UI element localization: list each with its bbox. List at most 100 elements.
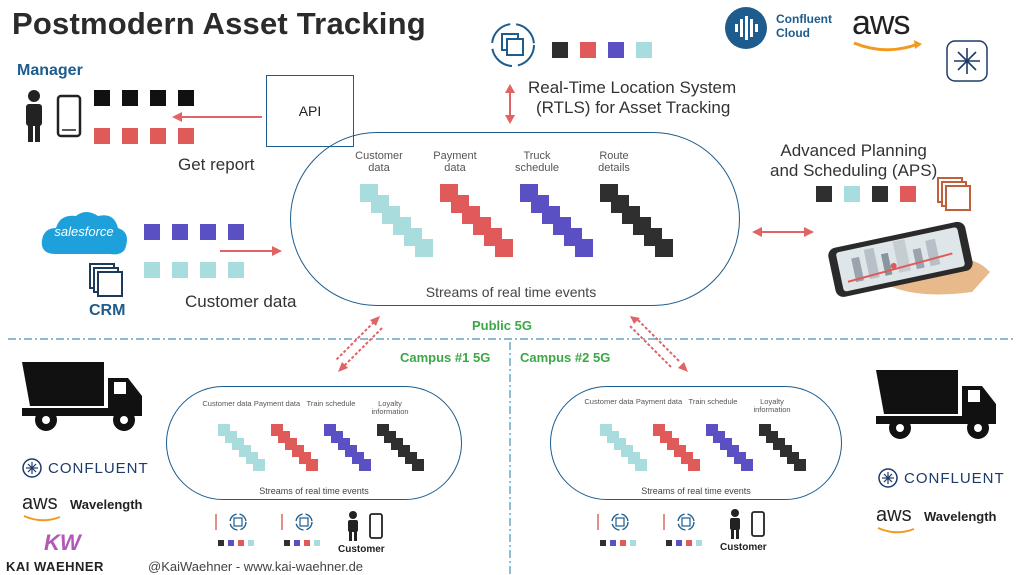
left-truck-icon bbox=[22, 362, 142, 431]
rtls-line1: Real-Time Location System bbox=[528, 78, 737, 97]
device-event-square bbox=[248, 540, 254, 546]
campus2-customer-icon bbox=[730, 509, 765, 539]
salesforce-text: salesforce bbox=[54, 224, 114, 239]
confluent-cloud-text: Confluent Cloud bbox=[776, 12, 832, 40]
device-event-square bbox=[228, 540, 234, 546]
c1-label-train: Train schedule bbox=[306, 399, 356, 408]
rtls-event-squares bbox=[548, 40, 668, 62]
stream-event-square bbox=[688, 459, 700, 471]
device-event-square bbox=[610, 540, 616, 546]
manager-icon bbox=[26, 90, 82, 142]
confluent-cloud-line2: Cloud bbox=[776, 26, 810, 40]
aps-arrow bbox=[752, 227, 814, 237]
campus1-dotted-arrows bbox=[335, 316, 383, 372]
page-title: Postmodern Asset Tracking bbox=[12, 6, 426, 41]
get-report-label: Get report bbox=[178, 155, 255, 174]
sync-device-icon bbox=[597, 513, 629, 531]
confluent-cloud-logo-icon bbox=[725, 7, 767, 49]
stream-event-square bbox=[495, 239, 513, 257]
kw-logo: KW bbox=[44, 530, 81, 555]
device-event-square bbox=[304, 540, 310, 546]
campus1-customer-label: Customer bbox=[338, 544, 385, 555]
device-event-square bbox=[666, 540, 672, 546]
customer-data-label: Customer data bbox=[185, 292, 297, 311]
star-logo-icon bbox=[946, 40, 988, 82]
aps-label: Advanced Planning and Scheduling (APS) bbox=[770, 141, 937, 181]
c2-label-customer: Customer data bbox=[584, 397, 634, 406]
sync-device-icon bbox=[281, 513, 313, 531]
device-event-square bbox=[630, 540, 636, 546]
crm-arrow bbox=[220, 246, 282, 256]
c1-label-payment: Payment data bbox=[253, 399, 301, 408]
aws-text-right: aws bbox=[876, 504, 912, 526]
campus2-customer-label: Customer bbox=[720, 542, 767, 553]
device-event-square bbox=[600, 540, 606, 546]
campus2-stream-pill bbox=[550, 386, 842, 500]
campus2-label: Campus #2 5G bbox=[520, 350, 611, 365]
stream-label-route-details: Route details bbox=[598, 150, 630, 174]
campus2-event-streams bbox=[600, 424, 820, 478]
aws-smile-left-icon bbox=[23, 515, 61, 522]
api-box: API bbox=[266, 75, 354, 147]
central-stream-pill bbox=[290, 132, 740, 306]
confluent-cloud-line1: Confluent bbox=[776, 12, 832, 26]
sync-device-icon bbox=[215, 513, 247, 531]
campus2-caption: Streams of real time events bbox=[641, 486, 751, 496]
campus1-event-streams bbox=[218, 424, 438, 478]
device-event-square bbox=[238, 540, 244, 546]
stream-label-truck-schedule: Truck schedule bbox=[514, 150, 560, 174]
phone-city-image bbox=[828, 221, 990, 297]
confluent-star-right-icon bbox=[878, 468, 898, 488]
manager-report-squares bbox=[90, 86, 260, 146]
stream-event-square bbox=[741, 459, 753, 471]
kai-waehner-text: KAI WAEHNER bbox=[6, 559, 104, 574]
campus1-stream-pill bbox=[166, 386, 462, 500]
central-event-streams bbox=[360, 184, 700, 274]
aws-smile-right-icon bbox=[877, 527, 915, 534]
stream-event-square bbox=[412, 459, 424, 471]
aps-line2: and Scheduling (APS) bbox=[770, 161, 938, 180]
device-event-square bbox=[284, 540, 290, 546]
c2-label-payment: Payment data bbox=[635, 397, 683, 406]
manager-label: Manager bbox=[17, 62, 83, 79]
device-event-square bbox=[686, 540, 692, 546]
aws-logo: aws bbox=[852, 4, 910, 42]
central-caption: Streams of real time events bbox=[425, 284, 597, 300]
stream-event-square bbox=[415, 239, 433, 257]
aps-line1: Advanced Planning bbox=[780, 141, 927, 160]
salesforce-cloud-icon bbox=[41, 212, 127, 255]
report-arrow bbox=[172, 112, 262, 122]
stream-event-square bbox=[253, 459, 265, 471]
confluent-star-icon bbox=[22, 458, 42, 478]
aps-stack-icon bbox=[937, 177, 971, 211]
wavelength-text-left: Wavelength bbox=[70, 497, 143, 512]
c2-label-loyalty: Loyalty information bbox=[753, 397, 791, 414]
public-5g-line bbox=[8, 338, 1016, 340]
rtls-label: Real-Time Location System (RTLS) for Ass… bbox=[528, 78, 736, 118]
stream-event-square bbox=[635, 459, 647, 471]
device-event-square bbox=[294, 540, 300, 546]
stream-event-square bbox=[306, 459, 318, 471]
stream-event-square bbox=[359, 459, 371, 471]
footer-text: @KaiWaehner - www.kai-waehner.de bbox=[148, 559, 364, 574]
campus1-customer-icon bbox=[348, 511, 383, 541]
rtls-icon bbox=[491, 23, 535, 67]
device-event-square bbox=[218, 540, 224, 546]
aps-event-squares bbox=[812, 184, 922, 206]
c1-label-loyalty: Loyalty information bbox=[371, 399, 409, 416]
campus-divider-line bbox=[509, 342, 511, 574]
rtls-line2: (RTLS) for Asset Tracking bbox=[536, 98, 731, 117]
right-truck-icon bbox=[876, 370, 996, 439]
crm-stack-icon bbox=[89, 263, 123, 297]
device-event-square bbox=[696, 540, 702, 546]
public-5g-label: Public 5G bbox=[472, 318, 532, 333]
crm-label: CRM bbox=[89, 302, 126, 319]
campus1-devices bbox=[214, 512, 414, 552]
device-event-square bbox=[676, 540, 682, 546]
aws-smile-icon bbox=[853, 40, 922, 52]
stream-event-square bbox=[794, 459, 806, 471]
sync-device-icon bbox=[663, 513, 695, 531]
stream-label-payment-data: Payment data bbox=[433, 150, 477, 174]
confluent-text-left: CONFLUENT bbox=[48, 460, 149, 477]
device-event-square bbox=[314, 540, 320, 546]
